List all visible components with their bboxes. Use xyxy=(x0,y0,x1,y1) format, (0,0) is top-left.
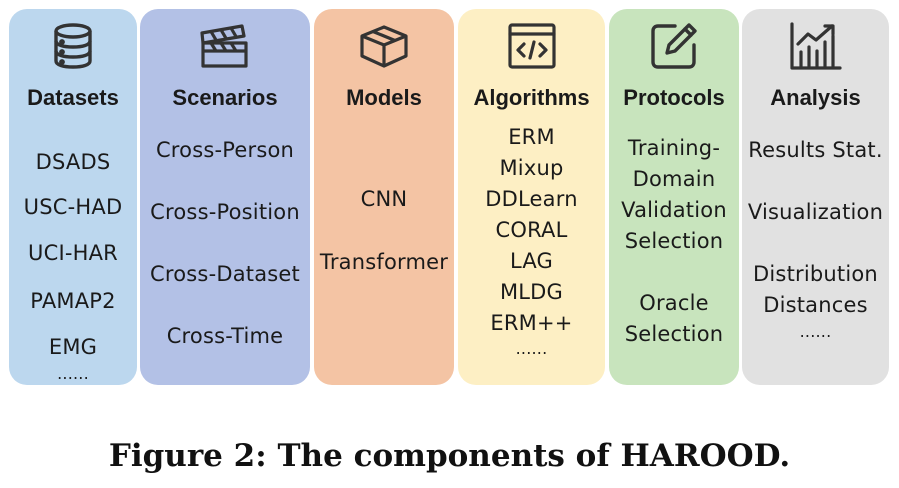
panel-title: Models xyxy=(346,85,422,110)
list-item: Transformer xyxy=(319,250,449,274)
list-item: Selection xyxy=(624,322,724,346)
list-item: ERM++ xyxy=(490,311,573,335)
list-item: Mixup xyxy=(499,156,564,180)
list-item: Validation xyxy=(621,198,727,222)
database-icon xyxy=(9,17,137,75)
panel-models: Models CNN Transformer xyxy=(314,9,454,385)
list-item: Results Stat. xyxy=(748,138,883,162)
list-item-ellipsis: ...... xyxy=(515,339,548,358)
panel-datasets: Datasets DSADS USC-HAD UCI-HAR PAMAP2 EM… xyxy=(9,9,137,385)
panel-title: Scenarios xyxy=(172,85,278,110)
list-item-ellipsis: ...... xyxy=(57,364,89,383)
panel-title: Protocols xyxy=(623,85,725,110)
panel-analysis: Analysis Results Stat. Visualization Dis… xyxy=(742,9,889,385)
list-item: CORAL xyxy=(495,218,568,242)
list-item-ellipsis: ...... xyxy=(799,322,832,341)
list-item: Domain xyxy=(632,167,716,191)
list-item: Cross-Time xyxy=(166,324,284,348)
list-item: Oracle xyxy=(639,291,709,315)
bar-chart-trend-icon xyxy=(742,17,889,75)
list-item: Cross-Person xyxy=(155,138,295,162)
list-item: PAMAP2 xyxy=(30,289,116,313)
list-item: MLDG xyxy=(499,280,564,304)
panel-scenarios: Scenarios Cross-Person Cross-Position Cr… xyxy=(140,9,310,385)
edit-pencil-icon xyxy=(609,17,739,75)
list-item: Cross-Dataset xyxy=(150,262,300,286)
panel-protocols: Protocols Training- Domain Validation Se… xyxy=(609,9,739,385)
list-item: ERM xyxy=(508,125,555,149)
list-item: Visualization xyxy=(747,200,884,224)
cube-icon xyxy=(314,17,454,75)
code-window-icon xyxy=(458,17,605,75)
panel-title: Algorithms xyxy=(473,85,590,110)
figure-caption: Figure 2: The components of HAROOD. xyxy=(108,438,791,474)
list-item: CNN xyxy=(360,187,408,211)
list-item: Distances xyxy=(763,293,868,317)
panel-title: Datasets xyxy=(27,85,119,110)
list-item: Distribution xyxy=(753,262,878,286)
list-item: DSADS xyxy=(35,150,111,174)
list-item: DDLearn xyxy=(485,187,578,211)
list-item: Cross-Position xyxy=(150,200,300,224)
list-item: EMG xyxy=(48,335,98,359)
clapperboard-icon xyxy=(140,17,310,75)
list-item: LAG xyxy=(509,249,554,273)
list-item: Training- xyxy=(627,136,721,160)
list-item: USC-HAD xyxy=(23,195,123,219)
list-item: UCI-HAR xyxy=(28,241,118,265)
list-item: Selection xyxy=(624,229,724,253)
panel-algorithms: Algorithms ERM Mixup DDLearn CORAL LAG M… xyxy=(458,9,605,385)
panel-title: Analysis xyxy=(770,85,861,110)
